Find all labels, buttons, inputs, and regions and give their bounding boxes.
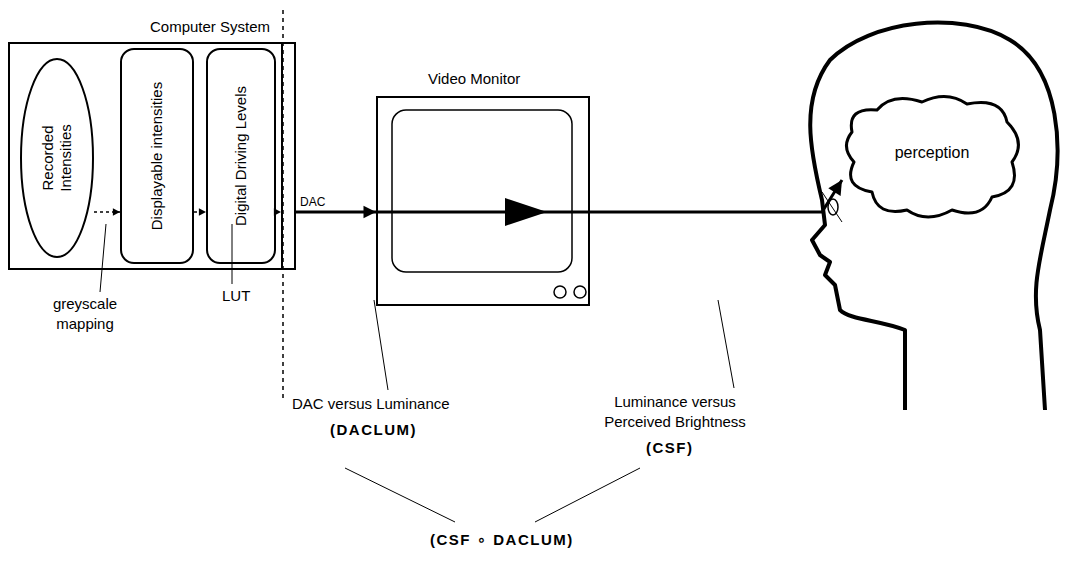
node-text: perception — [895, 144, 970, 162]
leader-line — [100, 224, 106, 292]
connector-line — [590, 180, 842, 212]
node-text: Video Monitor — [428, 70, 520, 88]
arrowhead — [364, 206, 376, 219]
arrowhead — [199, 208, 206, 215]
arrowhead — [828, 180, 842, 196]
node-text: Digital Driving Levels — [232, 86, 250, 226]
head-outline — [810, 23, 1057, 410]
node-text: DAC — [300, 195, 325, 209]
leader-line — [232, 224, 233, 284]
stage-box: Displayable intensities — [120, 48, 194, 264]
formula-label: (CSF) — [646, 438, 694, 458]
monitor-screen — [392, 110, 572, 272]
node-text: Displayable intensities — [148, 82, 166, 230]
bracket-line — [535, 468, 640, 522]
arrowhead — [113, 208, 120, 215]
annotation-label: Luminance versus Perceived Brightness — [580, 392, 770, 432]
dac-box: DAC — [281, 42, 296, 270]
connector — [94, 208, 120, 215]
monitor-knob — [574, 286, 586, 298]
node-text: Computer System — [150, 18, 270, 36]
ellipse-outline — [21, 59, 93, 257]
signal-arrowhead — [505, 198, 547, 226]
bracket-line — [345, 468, 455, 522]
cloud-outline — [846, 96, 1018, 217]
stage-box: Digital Driving Levels — [206, 48, 276, 264]
leader-line — [374, 300, 388, 390]
connector — [194, 208, 206, 215]
connector — [590, 180, 842, 212]
brain-cloud: perception — [842, 92, 1022, 224]
node-text: Recorded Intensities — [39, 113, 75, 203]
leader-line — [718, 300, 734, 388]
annotation-label: DAC versus Luminance — [292, 394, 450, 414]
annotation-label: greyscale mapping — [40, 294, 130, 334]
formula-label: (DACLUM) — [330, 420, 417, 440]
video-monitor: Video Monitor — [376, 96, 590, 306]
annotation-label: LUT — [222, 286, 250, 306]
monitor-knob — [554, 286, 566, 298]
signal-line — [376, 211, 590, 214]
formula-label: (CSF ∘ DACLUM) — [430, 530, 574, 550]
data-ellipse: Recorded Intensities — [20, 58, 94, 258]
system-box: Computer SystemRecorded IntensitiesDispl… — [8, 42, 296, 270]
